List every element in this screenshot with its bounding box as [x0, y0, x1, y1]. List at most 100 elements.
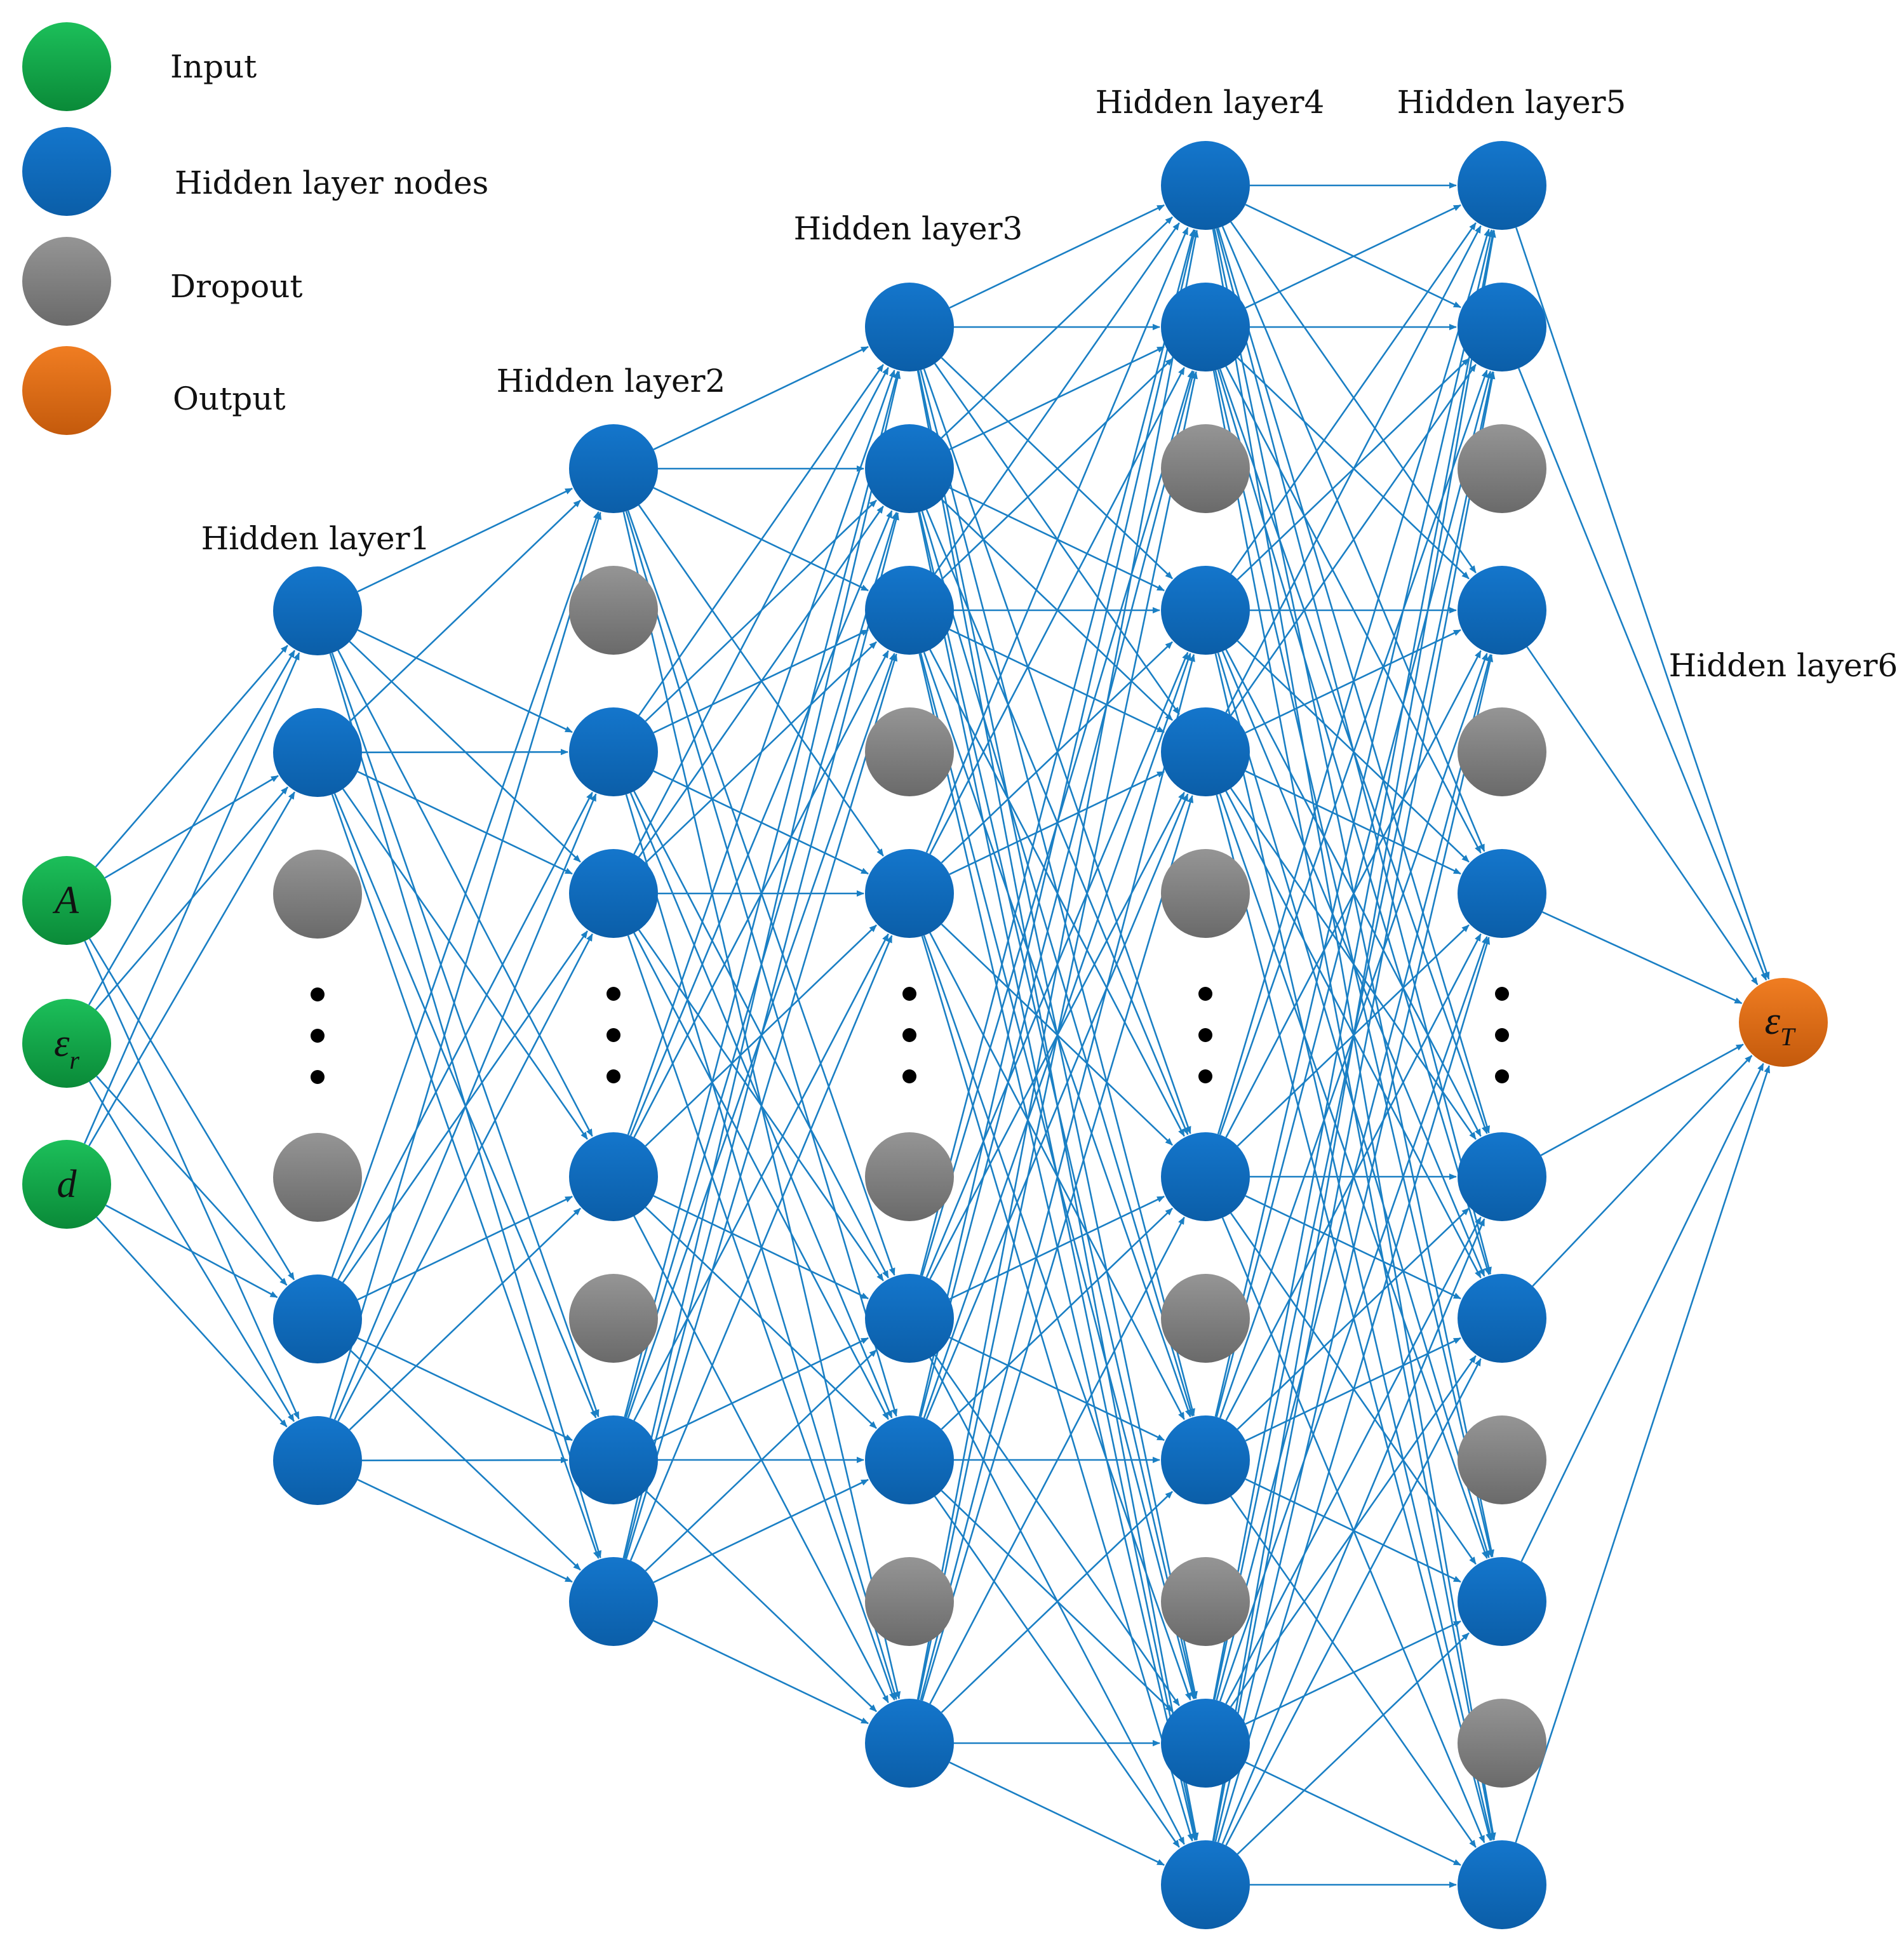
edge-layer4-to-layer5: [1225, 1216, 1482, 1704]
legend-output-label: Output: [173, 380, 286, 417]
edge-layer2-to-layer3: [638, 505, 884, 858]
hidden-node: [865, 424, 954, 513]
hidden-node: [273, 1274, 362, 1363]
edge-layer2-to-layer3: [653, 1337, 869, 1442]
ellipsis-dot: [902, 1069, 916, 1083]
hidden-node: [865, 283, 954, 371]
edge-layer1-to-layer2: [333, 793, 597, 1420]
legend-input-swatch: [22, 22, 111, 111]
dropout-node: [865, 707, 954, 796]
edge-layer3-to-layer4: [920, 370, 1195, 1417]
legend-output-swatch: [22, 346, 111, 435]
edge-layer1-to-layer2: [329, 512, 602, 1419]
dropout-node: [1161, 849, 1250, 938]
hidden-node: [865, 1415, 954, 1504]
edge-layer4-to-layer5: [1217, 229, 1491, 1135]
ellipsis-dots: [607, 987, 620, 1083]
edge-layer2-to-layer3: [633, 933, 889, 1421]
input-node: [22, 1140, 111, 1229]
hidden-node: [1458, 1274, 1546, 1363]
output-node-label: εT: [1765, 1000, 1796, 1051]
edge-layer1-to-layer2: [357, 488, 573, 592]
input-node-label: εr: [54, 1022, 79, 1074]
hidden-node: [1458, 1557, 1546, 1646]
legend: Input Hidden layer nodes Dropout Output: [22, 22, 488, 435]
input-node: [22, 999, 111, 1088]
edge-layer3-to-layer4: [929, 1216, 1185, 1704]
legend-input-label: Input: [170, 48, 257, 85]
hidden-node: [1161, 1699, 1250, 1788]
edge-layer2-to-layer3: [645, 1349, 877, 1572]
edge-layer1-to-layer2: [349, 1207, 581, 1431]
edge-layer4-to-layer5: [1221, 1218, 1485, 1844]
dropout-node: [1458, 1699, 1546, 1788]
edge-layer2-to-layer3: [638, 364, 884, 716]
edge-input-to-layer1: [88, 791, 295, 1147]
dropout-node: [1458, 707, 1546, 796]
ellipsis-dot: [1495, 1069, 1509, 1083]
edge-layer4-to-layer5: [1216, 370, 1492, 1417]
dropout-node: [569, 1274, 658, 1363]
edge-layer4-to-layer5: [1214, 229, 1494, 1417]
edge-layer4-to-layer5: [1225, 1358, 1482, 1846]
edge-layer5-to-output: [1515, 1065, 1771, 1843]
hidden-node: [569, 1415, 658, 1504]
edge-layer3-to-layer4: [934, 1495, 1180, 1848]
edge-layer1-to-layer2: [357, 629, 573, 733]
edge-layer2-to-layer3: [633, 366, 889, 855]
edge-layer4-to-layer5: [1212, 371, 1496, 1842]
hidden-node: [273, 1416, 362, 1505]
edges: [83, 182, 1771, 1888]
edge-layer4-to-layer5: [1230, 364, 1477, 716]
edge-layer2-to-layer3: [653, 345, 869, 450]
edge-layer4-to-layer5: [1212, 229, 1496, 1700]
edge-layer3-to-layer4: [934, 222, 1180, 575]
edge-layer4-to-layer5: [1245, 1762, 1461, 1866]
edge-layer1-to-layer2: [357, 1196, 573, 1301]
ellipsis-dot: [311, 987, 325, 1001]
layer-title-5: Hidden layer5: [1397, 84, 1626, 121]
dropout-node: [865, 1557, 954, 1646]
ellipsis-dots: [1198, 987, 1212, 1083]
hidden-node: [865, 1274, 954, 1363]
edge-layer3-to-layer4: [949, 204, 1165, 309]
edge-input-to-layer1: [84, 940, 300, 1420]
edge-layer3-to-layer4: [920, 653, 1195, 1701]
edge-layer4-to-layer5: [1245, 1620, 1461, 1725]
edge-layer3-to-layer4: [929, 366, 1185, 855]
layer-title-6: Hidden layer6: [1669, 647, 1898, 684]
layer-title-4: Hidden layer4: [1096, 84, 1325, 121]
edge-layer3-to-layer4: [921, 795, 1194, 1701]
hidden-node: [1161, 1132, 1250, 1221]
dropout-node: [1161, 1557, 1250, 1646]
edge-layer4-to-layer5: [1212, 229, 1496, 1842]
edge-layer3-to-layer4: [920, 229, 1195, 1276]
hidden-node: [569, 707, 658, 796]
layer-title-1: Hidden layer1: [201, 520, 431, 557]
edge-layer4-to-layer5: [1225, 225, 1482, 713]
hidden-node: [1458, 1840, 1546, 1929]
hidden-node: [1458, 141, 1546, 230]
edge-layer1-to-layer2: [361, 1457, 568, 1464]
hidden-node: [1458, 283, 1546, 371]
edge-layer1-to-layer2: [331, 511, 600, 1278]
edge-layer2-to-layer3: [622, 371, 901, 1559]
edge-layer1-to-layer2: [349, 499, 581, 723]
input-node: [22, 856, 111, 945]
input-node-label: A: [52, 879, 79, 922]
edge-layer5-to-output: [1540, 1043, 1744, 1156]
ellipsis-dots: [1495, 987, 1509, 1083]
hidden-node: [273, 708, 362, 797]
edge-layer5-to-output: [1542, 911, 1743, 1005]
edge-layer2-to-layer3: [627, 370, 895, 1135]
dropout-node: [1458, 1415, 1546, 1504]
hidden-node: [865, 849, 954, 938]
ellipsis-dot: [1198, 1069, 1212, 1083]
hidden-node: [569, 849, 658, 938]
ellipsis-dot: [902, 1028, 916, 1042]
dropout-node: [1161, 424, 1250, 513]
edge-layer1-to-layer2: [357, 1478, 573, 1583]
edge-layer4-to-layer5: [1237, 1632, 1470, 1855]
